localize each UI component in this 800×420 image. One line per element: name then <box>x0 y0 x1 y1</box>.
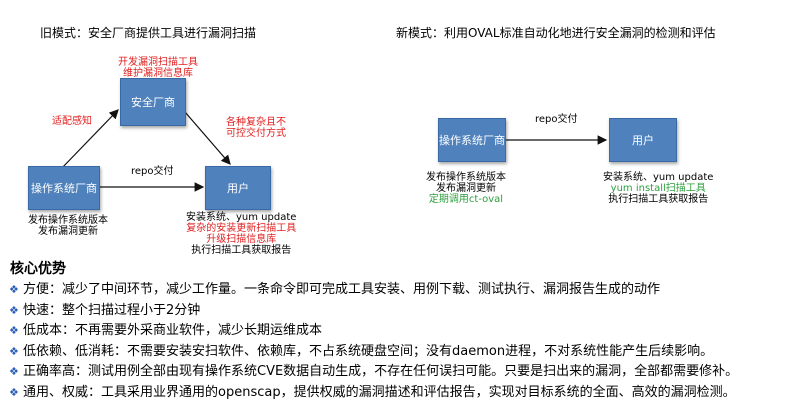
diamond-bullet-icon: ❖ <box>9 365 19 379</box>
list-item: ❖方便：减少了中间环节，减少工作量。一条命令即可完成工具安装、用例下载、测试执行… <box>9 280 794 301</box>
adapt-note: 适配感知 <box>52 116 92 127</box>
list-item: ❖快速：整个扫描过程小于2分钟 <box>9 301 794 322</box>
list-item: ❖低成本：不再需要外采商业软件，减少长期运维成本 <box>9 321 794 342</box>
arrow-os-to-security <box>59 109 119 171</box>
advantages-list: ❖方便：减少了中间环节，减少工作量。一条命令即可完成工具安装、用例下载、测试执行… <box>9 280 794 404</box>
list-item: ❖通用、权威：工具采用业界通用的openscap，提供权威的漏洞描述和评估报告，… <box>9 383 794 404</box>
diamond-bullet-icon: ❖ <box>9 385 19 399</box>
os-vendor-box: 操作系统厂商 <box>28 166 100 210</box>
right-os-vendor-box: 操作系统厂商 <box>438 118 506 162</box>
right-user-box: 用户 <box>609 118 677 162</box>
os-vendor-duties: 发布操作系统版本 发布漏洞更新 <box>28 215 108 237</box>
vendor-duties-note: 开发漏洞扫描工具 维护漏洞信息库 <box>118 57 198 79</box>
diamond-bullet-icon: ❖ <box>9 324 19 338</box>
diamond-bullet-icon: ❖ <box>9 344 19 358</box>
old-mode-title: 旧模式：安全厂商提供工具进行漏洞扫描 <box>40 26 257 40</box>
right-user-steps: 安装系统、yum update yum install扫描工具 执行扫描工具获取… <box>603 172 714 205</box>
list-item: ❖正确率高：测试用例全部由现有操作系统CVE数据自动生成，不存在任何误扫可能。只… <box>9 362 794 383</box>
security-vendor-box: 安全厂商 <box>120 78 186 126</box>
diamond-bullet-icon: ❖ <box>9 303 19 317</box>
diamond-bullet-icon: ❖ <box>9 283 19 296</box>
arrow-security-to-user <box>184 111 231 165</box>
right-os-vendor-duties: 发布操作系统版本 发布漏洞更新 定期调用ct-oval <box>426 172 506 205</box>
right-repo-delivery-label: repo交付 <box>535 114 578 125</box>
user-box: 用户 <box>205 166 271 210</box>
delivery-formats-note: 各种复杂且不 可控交付方式 <box>226 117 286 139</box>
repo-delivery-label: repo交付 <box>131 166 174 177</box>
advantages-heading: 核心优势 <box>10 261 66 277</box>
new-mode-title: 新模式：利用OVAL标准自动化地进行安全漏洞的检测和评估 <box>396 26 716 40</box>
list-item: ❖低依赖、低消耗：不需要安装安扫软件、依赖库，不占系统硬盘空间；没有daemon… <box>9 342 794 363</box>
user-steps: 安装系统、yum update 复杂的安装更新扫描工具 升级扫描信息库 执行扫描… <box>186 212 297 256</box>
